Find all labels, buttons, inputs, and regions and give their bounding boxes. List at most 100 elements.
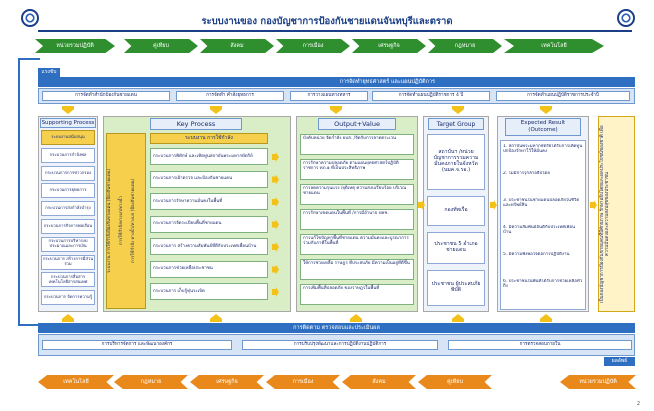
right-emblem-icon xyxy=(617,9,635,27)
output-item: ให้การช่วยเหลือ ราษฎร ที่ประสบภัย มีความ… xyxy=(300,259,414,280)
down-arrow-icon xyxy=(330,106,342,114)
strategy-box: การวางแผนทางทหาร xyxy=(290,91,368,101)
result-item: 2. ไม่มีการรุกล้ำอธิปไตย xyxy=(503,171,550,176)
support-item: กระบวนการ สร้างการมีส่วนร่วม xyxy=(41,254,95,270)
support-item: กระบวนการกิจการพลเรือน xyxy=(41,219,95,234)
up-arrow-icon xyxy=(540,314,552,322)
input-tag: แรงขับ xyxy=(38,68,60,77)
support-item: กระบวนการการข่าวกรอง xyxy=(41,165,95,181)
right-arrow-icon xyxy=(272,287,279,297)
flow-arrow: กฎหมาย xyxy=(114,375,188,389)
strategy-box: การจัดทำแผนปฏิบัติราชการประจำปี xyxy=(496,91,630,101)
down-arrow-icon xyxy=(452,106,464,114)
vision-text: เป็นกองบัญชาการป้องกันชายแดนที่มีศักยภาพ… xyxy=(600,125,611,303)
output-item: การรักษาความปลอดภัย ตามแผนยุทธศาสตร์ปฏิบ… xyxy=(300,159,414,180)
right-arrow-icon xyxy=(272,197,279,207)
key-process-item: กระบวนการเฝ้าตรวจ และป้องกันชายแดน xyxy=(150,170,268,188)
output-item: บังคับหน่วย จัดกำลัง ยบส. /จัดกับการลาดต… xyxy=(300,134,414,155)
right-arrow-icon xyxy=(272,152,279,162)
vision-column xyxy=(598,116,635,312)
result-item: 3. ประชาชนในชายแดนปลอดภัยในชีวิตและทรัพย… xyxy=(503,198,580,209)
output-title: Output+Value xyxy=(318,118,396,130)
right-arrow-icon xyxy=(272,242,279,252)
flow-arrow: กฎหมาย xyxy=(428,39,502,53)
flow-arrow: การเมือง xyxy=(266,375,340,389)
monitoring-box: การบริหารจัดการ และพัฒนาองค์กร xyxy=(42,340,232,350)
target-item: สถาบันฯ /หน่วยบัญชาการรวมความมั่นคงภายใน… xyxy=(427,134,485,190)
down-arrow-icon xyxy=(210,106,222,114)
monitoring-box: การปรับปรุงพัฒนาและการปฏิบัติงานปฏิบัติก… xyxy=(242,340,438,350)
output-item: การแก้ไขปัญหาพื้นที่ชายแดน ความมั่นคงและ… xyxy=(300,234,414,255)
flow-arrow: คู่เทียบ xyxy=(418,375,492,389)
title-underline xyxy=(38,30,632,32)
right-arrow-icon xyxy=(272,264,279,275)
strategy-box: การจัดทำสำนักป้องกันชายแดน xyxy=(42,91,170,101)
page-number: 2 xyxy=(636,401,640,407)
key-process-item: กระบวนการ เก็บกู้ทุ่นระเบิด xyxy=(150,283,268,300)
support-item: กระบวนการ จัดการความรู้ xyxy=(41,290,95,306)
output-item: การลดความรุนแรง /ยุติเหตุ ความสงบเรียบร้… xyxy=(300,184,414,205)
flow-arrow: เทคโนโลยี xyxy=(504,39,604,53)
result-item: 1. สถาบันพระมหากษัตริย์ได้รับการเทิดทูน … xyxy=(503,144,583,155)
key-process-item: กระบวนการจัดระเบียบพื้นที่ชายแดน xyxy=(150,215,268,233)
key-process-item: กระบวนการ สร้างความสัมพันธ์ที่ดีกับประเท… xyxy=(150,238,268,255)
support-item: กระบวนการสื่อสาร เทคโนโลยีสารสนเทศ xyxy=(41,272,95,288)
down-arrow-icon xyxy=(62,106,74,114)
flow-arrow: เศรษฐกิจ xyxy=(190,375,264,389)
result-item: 4. มีความสัมพันธ์อันดีกับประเทศเพื่อนบ้า… xyxy=(503,225,576,236)
output-tag: ผลลัพธ์ xyxy=(604,357,635,366)
support-item: กระบวนการส่งกำลังบำรุง xyxy=(41,201,95,217)
flow-end-arrow: หน่วยรวมปฏิบัติ xyxy=(560,375,636,389)
right-arrow-icon xyxy=(272,174,279,185)
result-item: 6. ประชาชนในพื้นที่ได้รับการช่วยเหลือทั่… xyxy=(503,279,583,290)
flow-arrow: สังคม xyxy=(200,39,274,53)
key-vertical-label: ระบบงาน การใช้กำลังป้องกันชายแดน (ป้องกั… xyxy=(107,168,112,274)
up-arrow-icon xyxy=(350,314,362,322)
right-arrow-icon xyxy=(272,219,279,230)
down-arrow-icon xyxy=(540,106,552,114)
support-item: กระบวนการยุทธการ xyxy=(41,183,95,199)
support-item: กระบวนการบริหารงบประมาณและการเงิน xyxy=(41,236,95,252)
flow-start-arrow: หน่วยรวมปฏิบัติ xyxy=(35,39,115,53)
target-item: กองทัพเรือ xyxy=(427,196,485,226)
strategy-box: การจัดทำ คำสั่งยุทธการ xyxy=(176,91,284,101)
flow-arrow: สังคม xyxy=(342,375,416,389)
result-body xyxy=(500,140,586,310)
support-item: ระบบงานสนับสนุน xyxy=(41,130,95,145)
result-title: Expected Result (Outcome) xyxy=(505,118,581,136)
target-item: ประชาชน ผู้ประสบภัยพิบัติ xyxy=(427,270,485,306)
strategy-box: การจัดทำแผนปฏิบัติราชการ 4 ปี xyxy=(372,91,490,101)
key-vertical-panel xyxy=(106,133,146,309)
key-process-item: กระบวนการช่วยเหลือประชาชน xyxy=(150,260,268,278)
target-item: ประชาชน 5 อำเภอชายแดน xyxy=(427,232,485,264)
support-item: กระบวนการกำลังพล xyxy=(41,147,95,163)
flow-arrow: เศรษฐกิจ xyxy=(352,39,426,53)
right-arrow-icon xyxy=(590,200,597,210)
flow-arrow: เทคโนโลยี xyxy=(38,375,114,389)
key-vertical-label: การใช้กำลัง ทางน้ำ/ทางบก (ป้องกันชายแดน) xyxy=(131,178,136,264)
feedback-line-bottom xyxy=(18,324,40,326)
feedback-line-left xyxy=(18,58,20,326)
key-vertical-label: การใช้กำลังทางบก/ทางน้ำ xyxy=(119,196,124,246)
up-arrow-icon xyxy=(452,314,464,322)
target-title: Target Group xyxy=(428,118,484,130)
up-arrow-icon xyxy=(62,314,74,322)
key-process-item: กระบวนการรักษาความมั่นคงในพื้นที่ xyxy=(150,193,268,210)
output-item: การรักษาเขตแดนในพื้นที่ /การมีอำนาจ ปคช. xyxy=(300,209,414,230)
key-header-item: ระบบงาน การใช้กำลัง xyxy=(150,133,268,144)
up-arrow-icon xyxy=(210,314,222,322)
strategy-band-title: การจัดทำยุทธศาสตร์ และแผนปฏิบัติการ xyxy=(38,77,635,87)
key-process-item: กระบวนการพิทักษ์ และเทิดทูนสถาบันพระมหาก… xyxy=(150,148,268,165)
result-item: 5. มีความพึงพอใจต่อการปฏิบัติงาน xyxy=(503,252,570,257)
left-emblem-icon xyxy=(21,9,39,27)
flow-arrow: การเมือง xyxy=(276,39,350,53)
flow-arrow: คู่เทียบ xyxy=(124,39,198,53)
page-title: ระบบงานของ กองบัญชาการป้องกันชายแดนจันทบ… xyxy=(201,16,453,27)
monitoring-band-title: การติดตาม ตรวจสอบและประเมินผล xyxy=(38,323,635,333)
supporting-title: Supporting Process xyxy=(40,118,96,128)
output-item: การเพิ่มพื้นที่ปลอดภัย ของราษฎรในพื้นที่ xyxy=(300,284,414,305)
right-arrow-icon xyxy=(490,200,497,210)
monitoring-box: การตรวจสอบภายใน xyxy=(448,340,632,350)
feedback-line-top xyxy=(18,58,40,60)
